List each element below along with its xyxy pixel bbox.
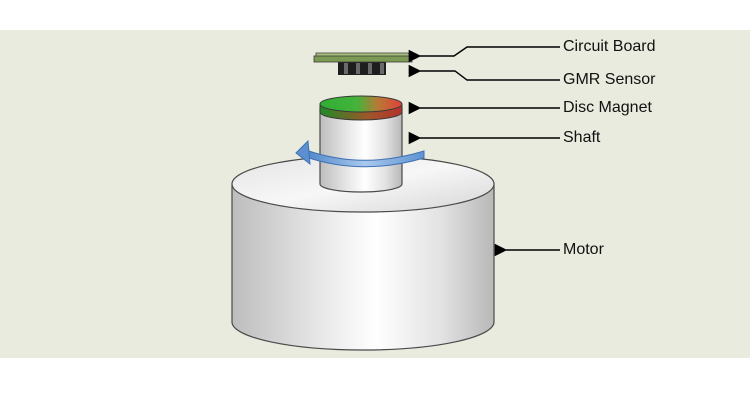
label-disc-magnet: Disc Magnet <box>563 99 652 116</box>
disc-magnet <box>319 95 403 121</box>
shaft-body <box>319 107 403 193</box>
leader-lines <box>408 46 560 257</box>
label-circuit-board: Circuit Board <box>563 38 656 55</box>
gmr-sensor-pointer-arrow-icon <box>408 64 560 81</box>
gmr-sensor-chip <box>338 60 386 75</box>
circuit-board <box>313 52 413 63</box>
label-motor: Motor <box>563 241 604 258</box>
circuit-board-pointer-arrow-icon <box>408 46 560 63</box>
label-gmr-sensor: GMR Sensor <box>563 71 656 88</box>
label-shaft: Shaft <box>563 129 601 146</box>
rotation-arrow-icon <box>295 139 425 168</box>
